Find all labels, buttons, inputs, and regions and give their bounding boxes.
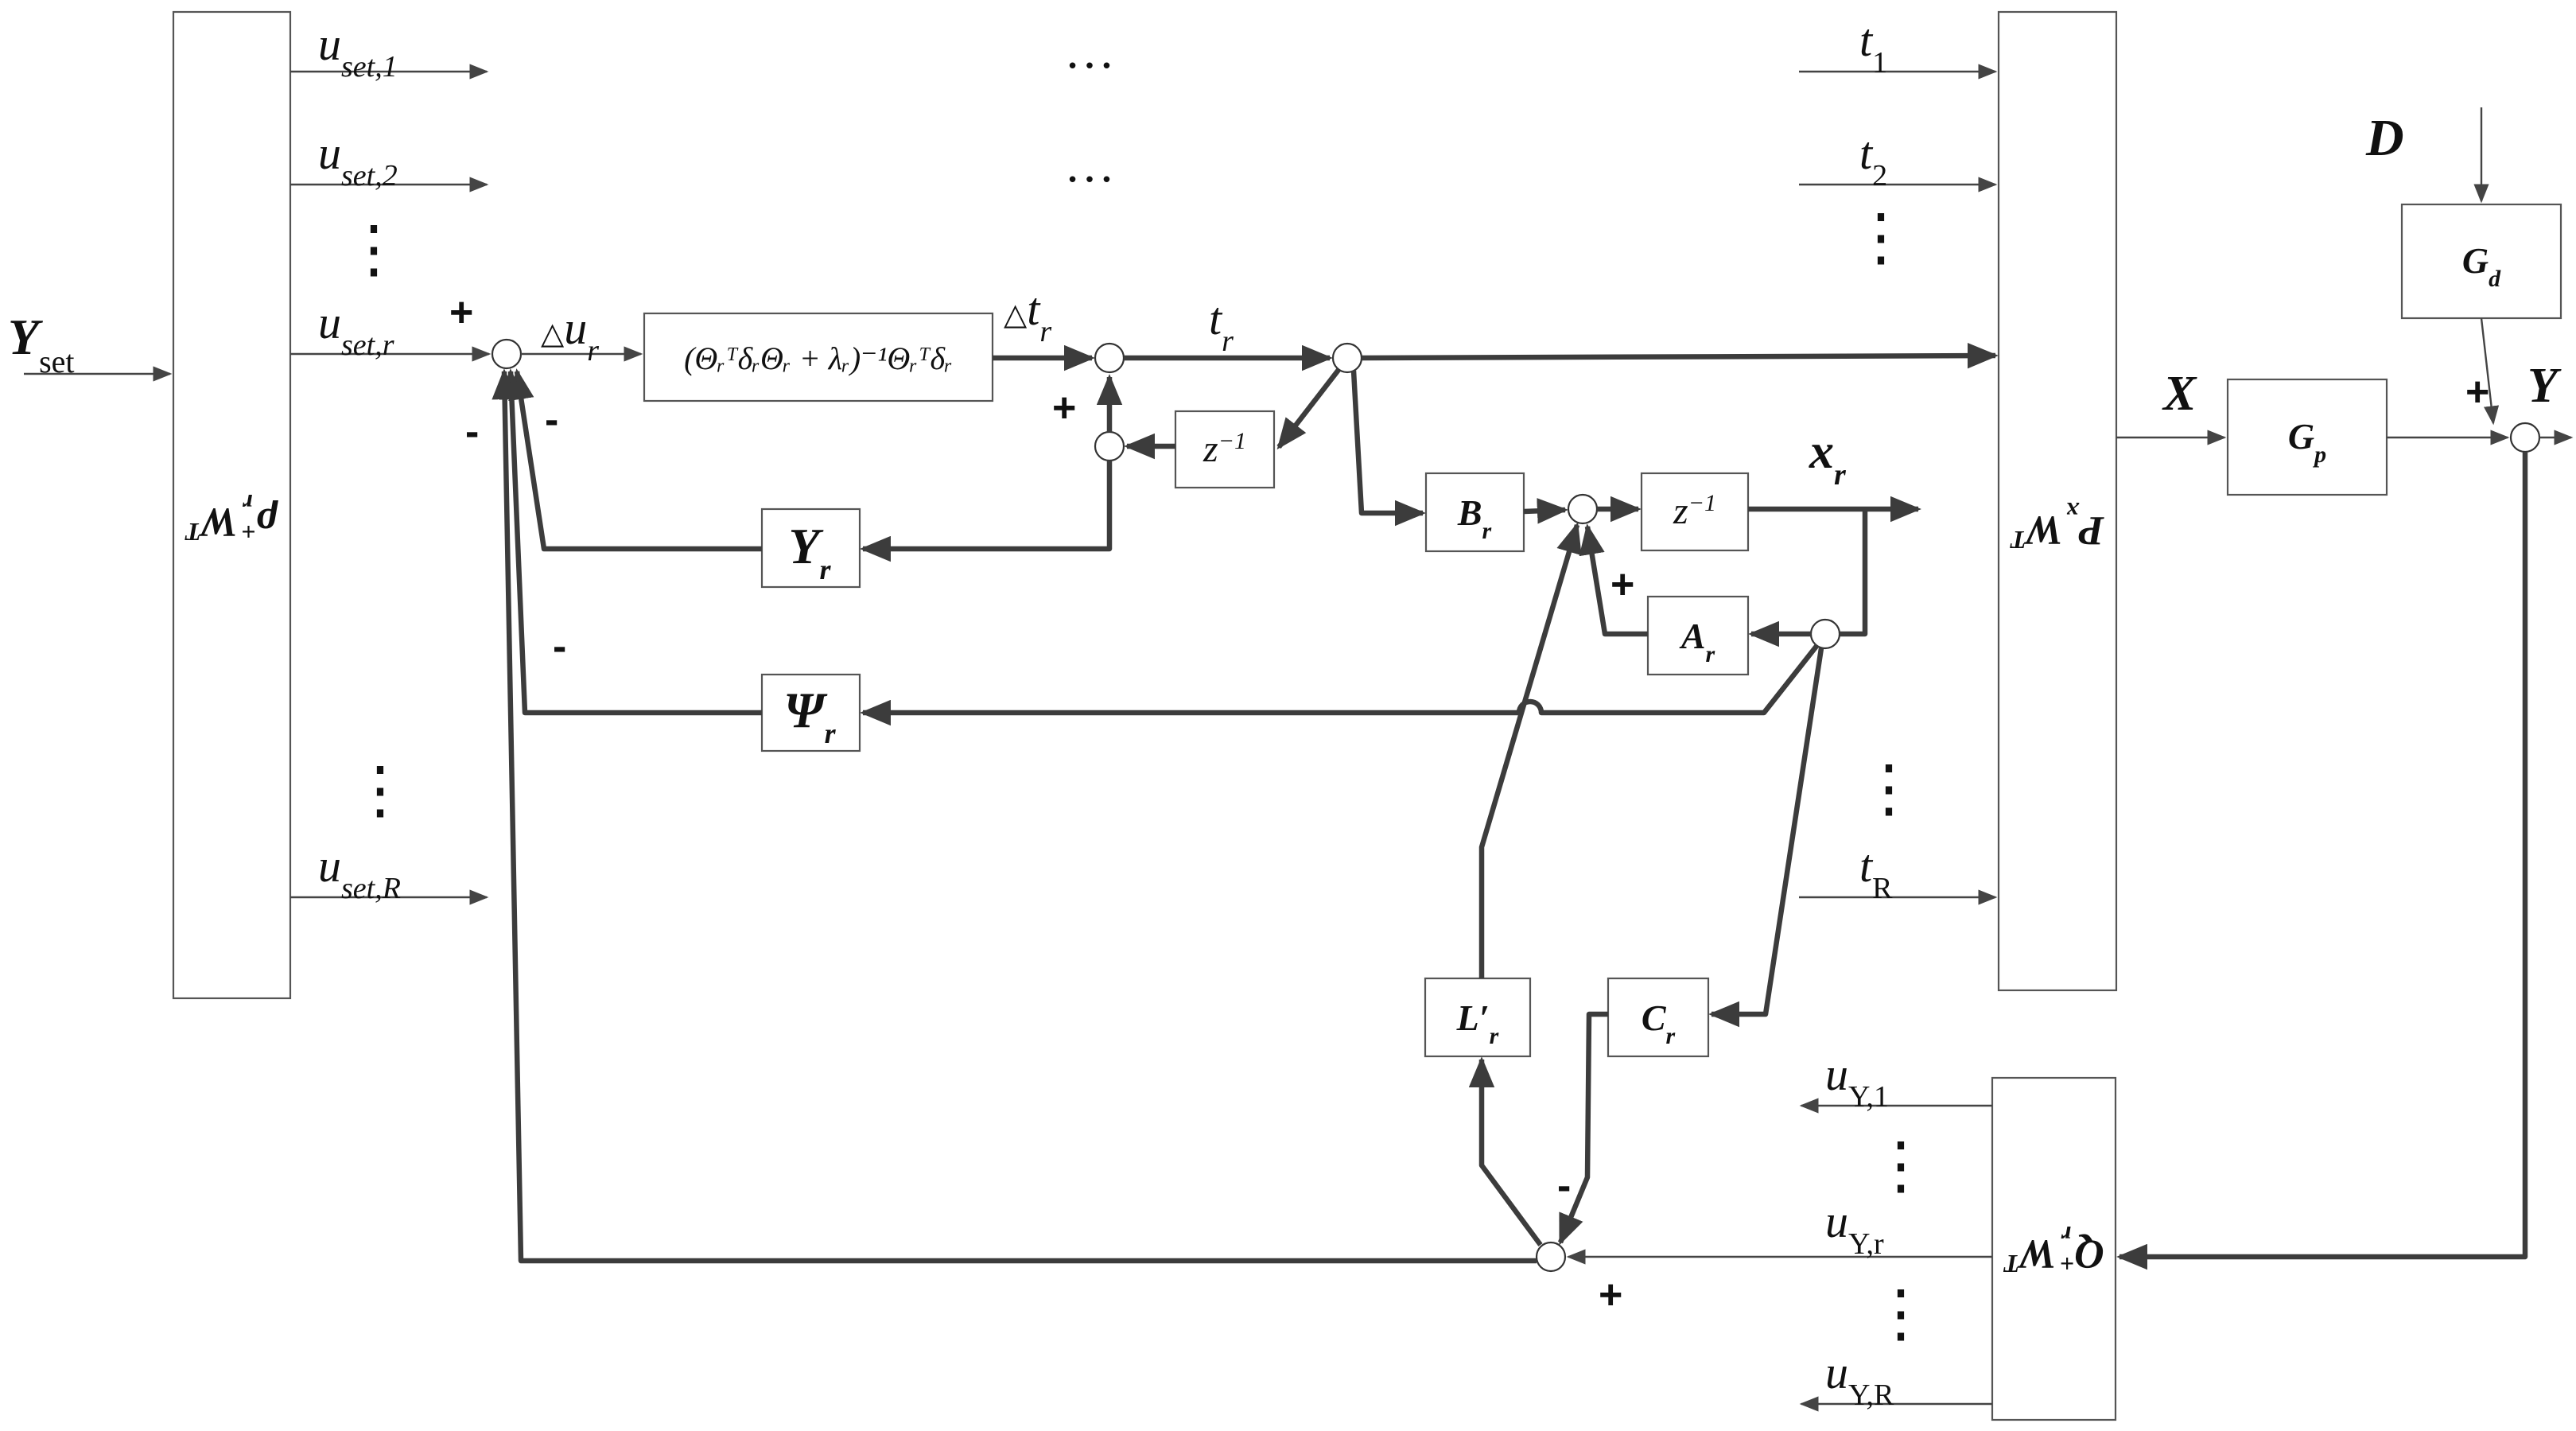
g-d-block — [2400, 203, 2562, 320]
ellipsis-row-1: … — [1064, 22, 1115, 79]
c-output-line — [1557, 1011, 1608, 1246]
psi-label: Ψr — [783, 682, 836, 749]
branch-junction-t — [1331, 342, 1363, 374]
z-inverse-state-block — [1640, 472, 1750, 552]
left-transform-label: ρ+rWT — [185, 489, 279, 546]
u-set-1-label: uset,1 — [318, 18, 398, 84]
upsilon-label: Υr — [788, 518, 831, 585]
left-transform-block — [172, 10, 292, 1000]
delta-t-label: △tr — [1004, 283, 1051, 348]
u-y-1-label: uY,1 — [1825, 1048, 1889, 1114]
b-r-label: Br — [1457, 492, 1492, 544]
u-set-r-label: uset,r — [318, 297, 394, 362]
residual-feedback-line — [491, 368, 1537, 1264]
z-inverse-top-label: z−1 — [1203, 428, 1246, 471]
l-r-block — [1424, 977, 1532, 1058]
l-to-sum-line — [1478, 522, 1582, 978]
t-to-b-line — [1350, 370, 1426, 527]
x-r-label: xr — [1809, 425, 1847, 492]
residual-to-l-line — [1468, 1056, 1543, 1246]
state-branch-line — [1840, 509, 1868, 637]
psi-input-line — [860, 643, 1820, 726]
t-r-main-line — [1361, 342, 1999, 369]
g-d-label: Gd — [2462, 240, 2501, 292]
upsilon-block — [760, 507, 861, 589]
vdots-t-lower: ⋮ — [1857, 754, 1921, 824]
right-transform-block — [1997, 10, 2118, 992]
a-feedback-line — [1579, 523, 1648, 637]
c-r-label: Cr — [1642, 997, 1676, 1049]
t-R-label: tR — [1859, 840, 1893, 905]
vdots-u-set-lower: ⋮ — [348, 756, 412, 826]
z-inverse-state-label: z−1 — [1673, 490, 1716, 533]
ellipsis-row-2: … — [1064, 136, 1115, 192]
a-r-label: Ar — [1679, 616, 1715, 667]
vdots-t-upper: ⋮ — [1849, 203, 1913, 273]
sum-junction-residual — [1535, 1241, 1567, 1273]
l-r-label: L′r — [1456, 997, 1499, 1049]
minus-sign-residual: - — [465, 409, 479, 455]
upsilon-input-line — [860, 461, 1113, 562]
u-y-R-label: uY,R — [1825, 1347, 1894, 1412]
delta-u-label: △ur — [541, 302, 599, 367]
sum-junction-t — [1094, 342, 1125, 374]
t-2-label: t2 — [1859, 127, 1887, 192]
psi-feedback-line — [499, 368, 762, 716]
plus-sign-output: + — [2465, 369, 2489, 415]
gain-formula-block — [643, 312, 994, 402]
d-label: D — [2365, 109, 2404, 167]
g-d-output-line — [2480, 317, 2500, 426]
x-label: X — [2162, 367, 2197, 421]
y-label: Y — [2527, 359, 2562, 413]
b-r-block — [1424, 472, 1525, 553]
minus-sign-psi: - — [553, 624, 566, 670]
u-set-R-label: uset,R — [318, 840, 401, 905]
minus-sign-c: - — [1557, 1163, 1571, 1209]
vdots-u-y-lower: ⋮ — [1869, 1279, 1933, 1349]
sum-junction-state — [1567, 493, 1599, 525]
t-1-label: t1 — [1859, 14, 1887, 80]
plus-sign-residual: + — [1599, 1272, 1622, 1318]
minus-sign-upsilon: - — [545, 397, 558, 443]
c-r-block — [1607, 977, 1710, 1058]
delay-feedback-line — [1276, 368, 1341, 450]
vdots-u-set-upper: ⋮ — [342, 215, 406, 285]
gain-formula-label: (ΘᵣᵀδᵣΘᵣ + λᵣ)⁻¹Θᵣᵀδᵣ — [684, 340, 953, 376]
upsilon-feedback-line — [508, 368, 762, 552]
y-set-label: Yset — [8, 309, 75, 379]
bottom-transform-block — [1991, 1076, 2117, 1421]
g-p-block — [2226, 378, 2388, 496]
plus-sign-error: + — [449, 290, 473, 336]
b-to-sum-line — [1523, 498, 1568, 524]
plus-sign-delta-t: + — [1052, 385, 1076, 431]
sum-junction-output — [2509, 422, 2541, 453]
right-transform-label: PxWT — [2010, 497, 2105, 554]
y-feedback-line — [2116, 452, 2528, 1270]
sum-junction-delta-u-hat — [1094, 430, 1125, 462]
bottom-transform-label: Q+rWT — [2003, 1221, 2105, 1278]
t-r-label: tr — [1209, 293, 1234, 358]
g-p-label: Gp — [2288, 416, 2326, 468]
u-set-2-label: uset,2 — [318, 127, 398, 192]
z-inverse-top-block — [1174, 410, 1276, 489]
sum-junction-error — [491, 338, 523, 370]
u-y-r-label: uY,r — [1825, 1196, 1884, 1261]
vdots-u-y-upper: ⋮ — [1869, 1131, 1933, 1201]
c-input-line — [1708, 647, 1824, 1028]
plus-sign-state: + — [1610, 562, 1634, 608]
